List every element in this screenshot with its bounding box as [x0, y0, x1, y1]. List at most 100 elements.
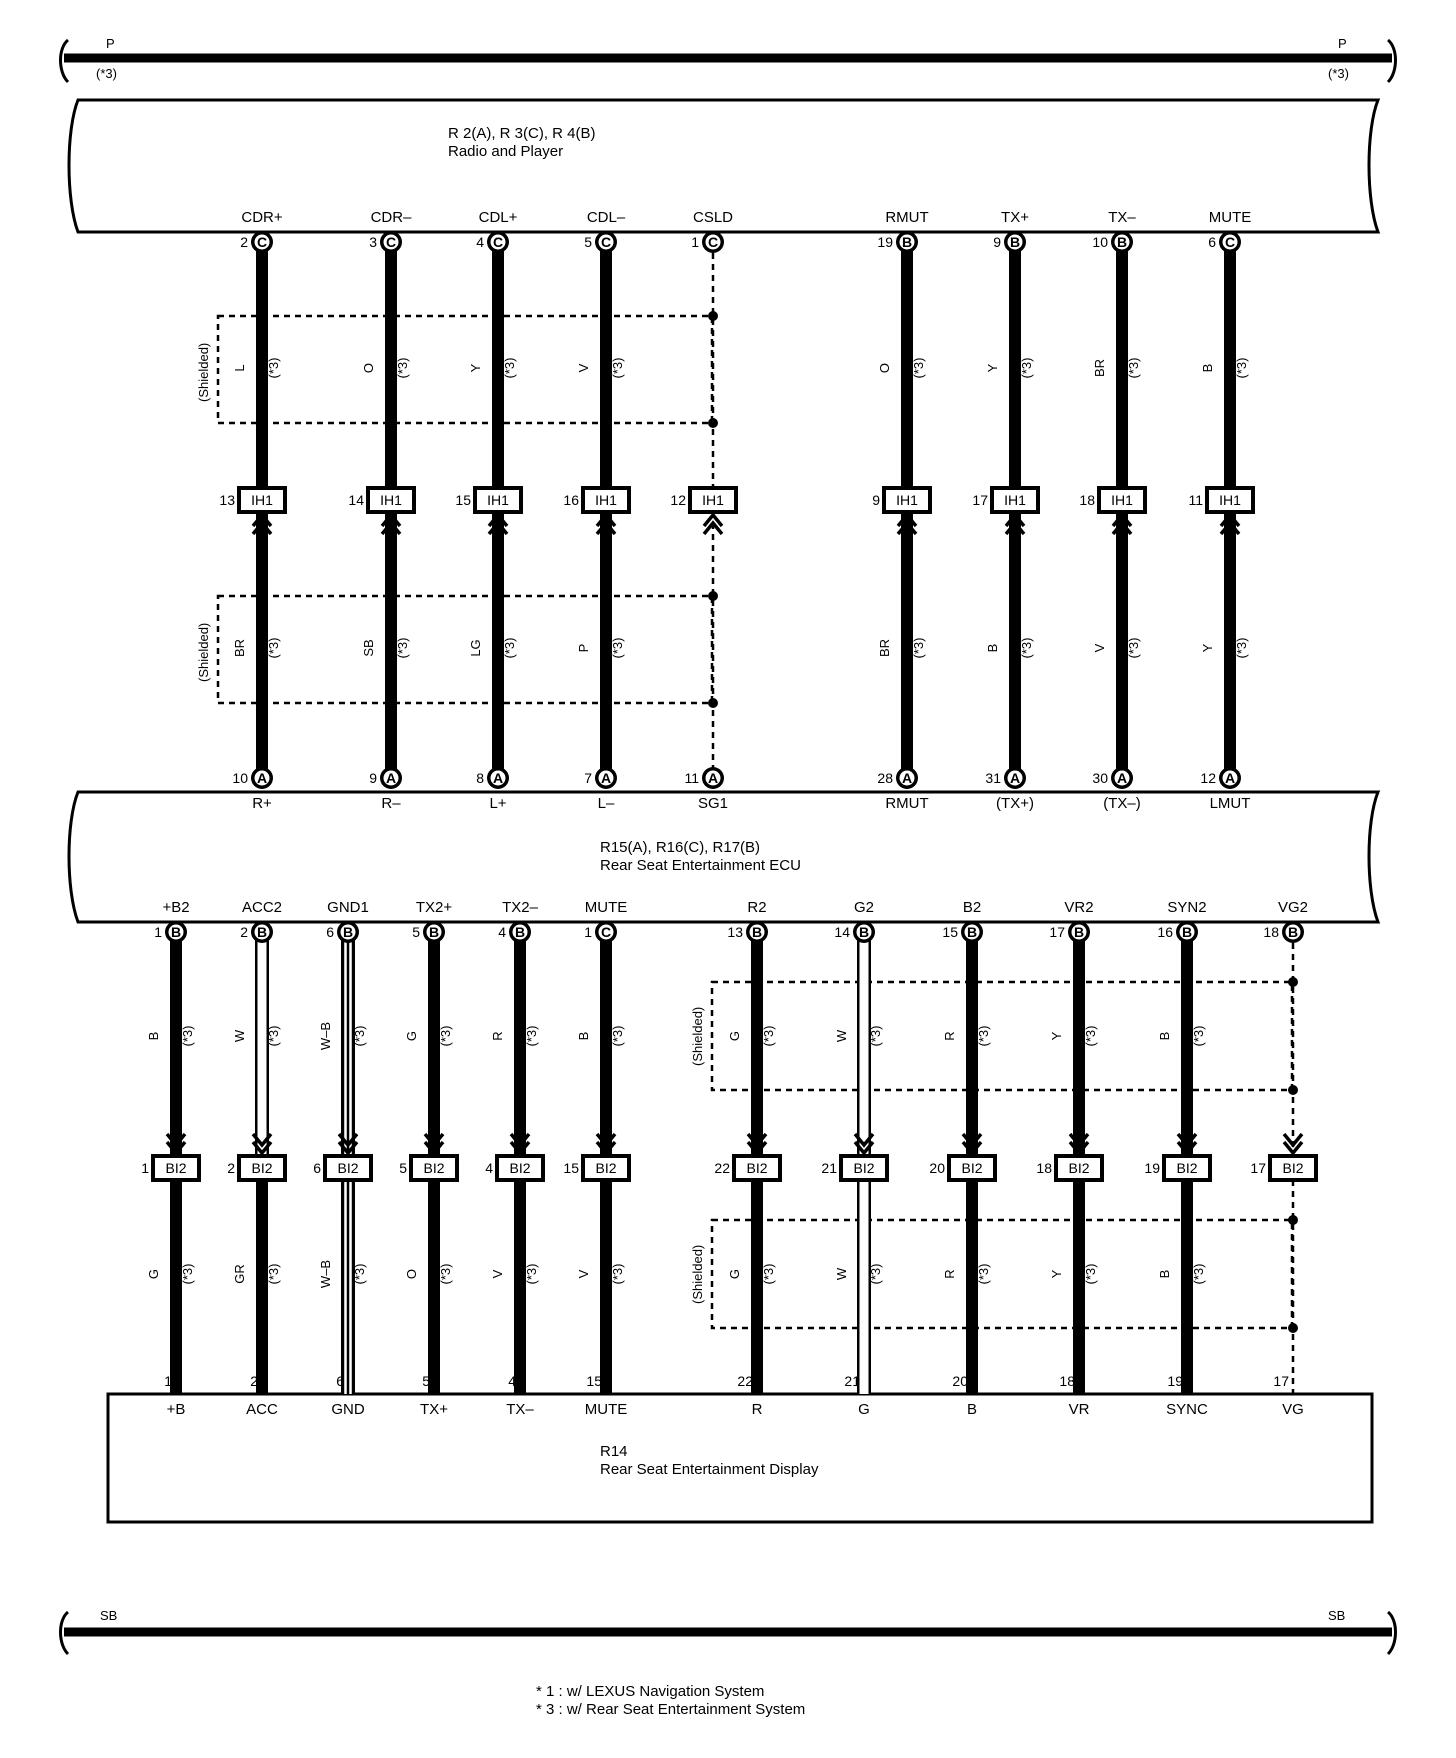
- bottom-terminal-cdl-minus-letter: A: [601, 770, 611, 786]
- ecu-terminal-r2-ring: [749, 924, 765, 940]
- ecu-pin-name-r2: R2: [747, 899, 766, 916]
- ecu-terminal-vg2-letter: B: [1288, 924, 1298, 940]
- ecu-terminal-syn2-letter: B: [1182, 924, 1192, 940]
- lower-inline-connector-gnd1: [323, 1154, 373, 1182]
- lower-inline-connector-tx2-minus-label: BI2: [509, 1160, 530, 1176]
- bottom-wire-note-cdl-plus: (*3): [502, 638, 517, 659]
- bottom-pin-number-cdl-minus: 7: [584, 770, 592, 786]
- ecu-terminal-g2-ring: [856, 924, 872, 940]
- ecu-terminal-acc2-letter: B: [257, 924, 267, 940]
- bottom-pin-number-tx-minus: 30: [1092, 770, 1108, 786]
- lower-inline-pin-number-gnd1: 6: [313, 1160, 321, 1176]
- display-pin-number-mute2: 15: [586, 1373, 602, 1389]
- top-wire-color-cdr-plus: L: [232, 364, 247, 371]
- inline-arrow-csld: [702, 512, 724, 536]
- top-terminal-cdr-minus-letter: C: [386, 234, 396, 250]
- display-pin-name-vg2: VG: [1282, 1401, 1304, 1418]
- ecu-pin-name-b2: +B2: [162, 899, 189, 916]
- top-terminal-cdl-plus-ring: [490, 234, 506, 250]
- top-wire-color-tx-plus: Y: [985, 363, 1000, 372]
- inline-connector-cdr-plus: [237, 486, 287, 514]
- display-pin-name-gnd1: GND: [331, 1401, 365, 1418]
- top-pin-number-cdl-minus: 5: [584, 234, 592, 250]
- lower-top-wire-color-syn2: B: [1157, 1032, 1172, 1041]
- display-pin-number-b2-video: 20: [952, 1373, 968, 1389]
- lower-top-wire-color-b2: B: [146, 1032, 161, 1041]
- top-bus-right-label: P: [1338, 36, 1347, 51]
- shield-label-2: (Shielded): [196, 623, 211, 682]
- lower-inline-connector-vg2-label: BI2: [1282, 1160, 1303, 1176]
- bottom-pin-name-cdr-plus: R+: [252, 795, 272, 812]
- lower-top-wire-note-tx2-plus: (*3): [438, 1026, 453, 1047]
- inline-arrow-cdr-plus: [251, 512, 273, 536]
- top-wire-note-cdr-plus: (*3): [266, 358, 281, 379]
- bottom-pin-name-cdl-minus: L–: [598, 795, 615, 812]
- lower-bottom-wire-note-b2: (*3): [180, 1264, 195, 1285]
- lower-top-wire-note-syn2: (*3): [1191, 1026, 1206, 1047]
- ecu-terminal-b2-video-ring: [964, 924, 980, 940]
- ecu-pin-number-g2: 14: [834, 924, 850, 940]
- lower-bottom-wire-color-tx2-plus: O: [404, 1269, 419, 1279]
- top-pin-number-tx-minus: 10: [1092, 234, 1108, 250]
- bottom-pin-number-rmut: 28: [877, 770, 893, 786]
- ecu-pin-number-mute2: 1: [584, 924, 592, 940]
- display-pin-number-vr2: 18: [1059, 1373, 1075, 1389]
- shield-drain-dot-4: [708, 698, 718, 708]
- lower-inline-connector-r2-label: BI2: [746, 1160, 767, 1176]
- ecu-terminal-acc2-ring: [254, 924, 270, 940]
- top-wire-color-tx-minus: BR: [1092, 359, 1107, 377]
- lower-inline-connector-r2: [732, 1154, 782, 1182]
- bottom-terminal-cdl-plus-letter: A: [493, 770, 503, 786]
- display-name: Rear Seat Entertainment Display: [600, 1461, 819, 1478]
- top-bus: P (*3) P (*3): [59, 36, 1397, 84]
- top-wire-note-tx-plus: (*3): [1019, 358, 1034, 379]
- top-terminal-tx-minus-letter: B: [1117, 234, 1127, 250]
- bottom-pin-name-cdl-plus: L+: [489, 795, 506, 812]
- inline-connector-csld-label: IH1: [702, 492, 724, 508]
- lower-inline-pin-number-vg2: 17: [1250, 1160, 1266, 1176]
- bottom-wire-color-cdl-minus: P: [576, 644, 591, 653]
- ecu-pin-name-mute2: MUTE: [585, 899, 628, 916]
- bottom-terminal-cdl-plus-ring: [490, 770, 506, 786]
- lower-bottom-wire-note-gnd1: (*3): [352, 1264, 367, 1285]
- top-wire-note-tx-minus: (*3): [1126, 358, 1141, 379]
- lower-top-wire-color-mute2: B: [576, 1032, 591, 1041]
- top-pin-number-mute: 6: [1208, 234, 1216, 250]
- ecu-terminal-gnd1-letter: B: [343, 924, 353, 940]
- wires: CDR+C2L(*3)BR(*3)IH113A10R+CDR–C3O(*3)SB…: [141, 209, 1318, 1418]
- lower-bottom-wire-note-tx2-minus: (*3): [524, 1264, 539, 1285]
- lower-inline-connector-vr2-label: BI2: [1068, 1160, 1089, 1176]
- ecu-terminal-syn2-ring: [1179, 924, 1195, 940]
- lower-top-wire-color-vr2: Y: [1049, 1031, 1064, 1040]
- bottom-wire-color-mute: Y: [1200, 643, 1215, 652]
- bottom-bus: SB SB: [59, 1608, 1397, 1656]
- inline-connector-tx-minus-label: IH1: [1111, 492, 1133, 508]
- bottom-terminal-cdr-plus-letter: A: [257, 770, 267, 786]
- lower-inline-arrow-gnd1: [337, 1132, 359, 1156]
- inline-connector-tx-plus: [990, 486, 1040, 514]
- lower-shield-1: [710, 980, 1294, 1092]
- ecu-terminal-tx2-plus-ring: [426, 924, 442, 940]
- ecu-terminal-mute2-ring: [598, 924, 614, 940]
- display-pin-name-g2: G: [858, 1401, 870, 1418]
- display-pin-name-vr2: VR: [1069, 1401, 1090, 1418]
- inline-arrow-mute: [1219, 512, 1241, 536]
- inline-connector-cdr-plus-label: IH1: [251, 492, 273, 508]
- shield-label-3: (Shielded): [690, 1007, 705, 1066]
- top-wire-color-rmut: O: [877, 363, 892, 373]
- inline-connector-tx-minus: [1097, 486, 1147, 514]
- lower-inline-connector-syn2-label: BI2: [1176, 1160, 1197, 1176]
- lower-bottom-wire-color-tx2-minus: V: [490, 1269, 505, 1278]
- lower-inline-pin-number-vr2: 18: [1036, 1160, 1052, 1176]
- inline-connector-mute-label: IH1: [1219, 492, 1241, 508]
